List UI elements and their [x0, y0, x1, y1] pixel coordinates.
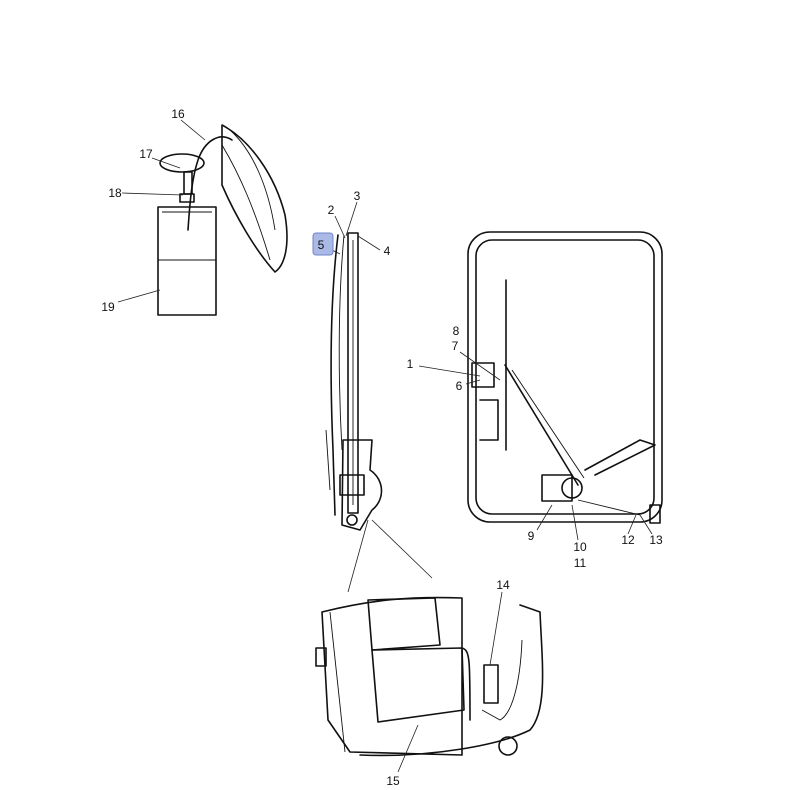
callout-11[interactable]: 11 — [574, 556, 587, 570]
callout-1[interactable]: 1 — [407, 357, 414, 371]
callout-17[interactable]: 17 — [139, 147, 153, 161]
callout-3[interactable]: 3 — [354, 189, 361, 203]
callout-8[interactable]: 8 — [453, 324, 460, 338]
callout-4[interactable]: 4 — [384, 244, 391, 258]
callout-18[interactable]: 18 — [108, 186, 122, 200]
callout-14[interactable]: 14 — [496, 578, 510, 592]
side-frame-view — [325, 201, 433, 593]
door-frame-view — [418, 231, 663, 541]
callout-10[interactable]: 10 — [573, 540, 587, 554]
callout-12[interactable]: 12 — [621, 533, 635, 547]
enlarged-detail — [315, 591, 544, 773]
callout-7[interactable]: 7 — [452, 339, 459, 353]
callout-13[interactable]: 13 — [649, 533, 663, 547]
callout-2[interactable]: 2 — [328, 203, 335, 217]
callout-5-highlight — [312, 232, 334, 256]
callout-19[interactable]: 19 — [101, 300, 115, 314]
callout-5[interactable]: 5 — [318, 238, 325, 252]
mirror-detail — [117, 119, 288, 316]
callout-15[interactable]: 15 — [386, 774, 400, 788]
callout-6[interactable]: 6 — [456, 379, 463, 393]
callout-16[interactable]: 16 — [171, 107, 185, 121]
callout-9[interactable]: 9 — [528, 529, 535, 543]
